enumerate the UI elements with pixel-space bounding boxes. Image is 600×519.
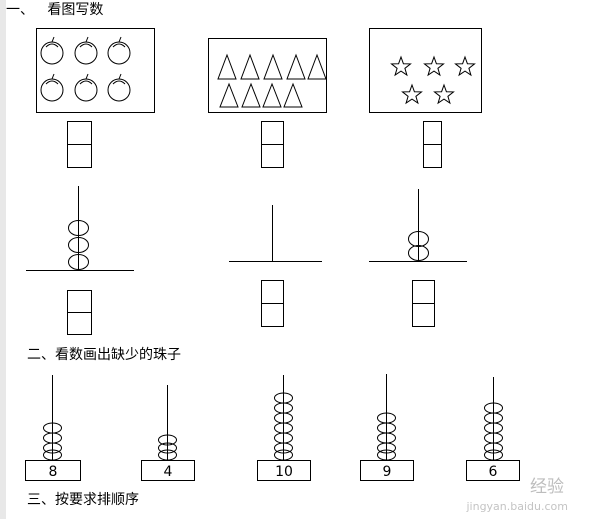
star-picture-box — [369, 28, 482, 113]
section2-title: 二、看数画出缺少的珠子 — [27, 347, 181, 363]
abacus-3 — [369, 189, 467, 262]
abacus-1 — [26, 186, 134, 271]
watermark-url: jingyan.baidu.com — [466, 500, 568, 513]
section1-title: 一、 看图写数 — [6, 2, 104, 18]
bead-rod-2 — [158, 385, 177, 461]
left-margin-bar — [0, 0, 6, 519]
number-label-1: 8 — [49, 464, 58, 480]
answer-box-row1 — [67, 121, 442, 168]
answer-box-row2 — [67, 280, 435, 335]
number-label-2: 4 — [164, 464, 173, 480]
triangle-picture-box — [208, 38, 327, 113]
apple-picture-box — [36, 28, 155, 113]
triangle-icons — [217, 53, 327, 108]
number-boxes — [25, 460, 520, 481]
apple-icons — [40, 36, 131, 102]
abacus-2 — [229, 205, 322, 262]
section3-title: 三、按要求排顺序 — [27, 492, 139, 508]
bead-rod-4 — [377, 374, 396, 461]
bead-rod-3 — [274, 375, 293, 461]
watermark-brand: 经验 — [530, 477, 564, 497]
number-label-5: 6 — [489, 464, 498, 480]
number-label-3: 10 — [275, 464, 293, 480]
bead-rod-5 — [484, 377, 503, 461]
star-icons — [390, 55, 476, 105]
bead-rod-1 — [43, 375, 62, 461]
number-label-4: 9 — [383, 464, 392, 480]
